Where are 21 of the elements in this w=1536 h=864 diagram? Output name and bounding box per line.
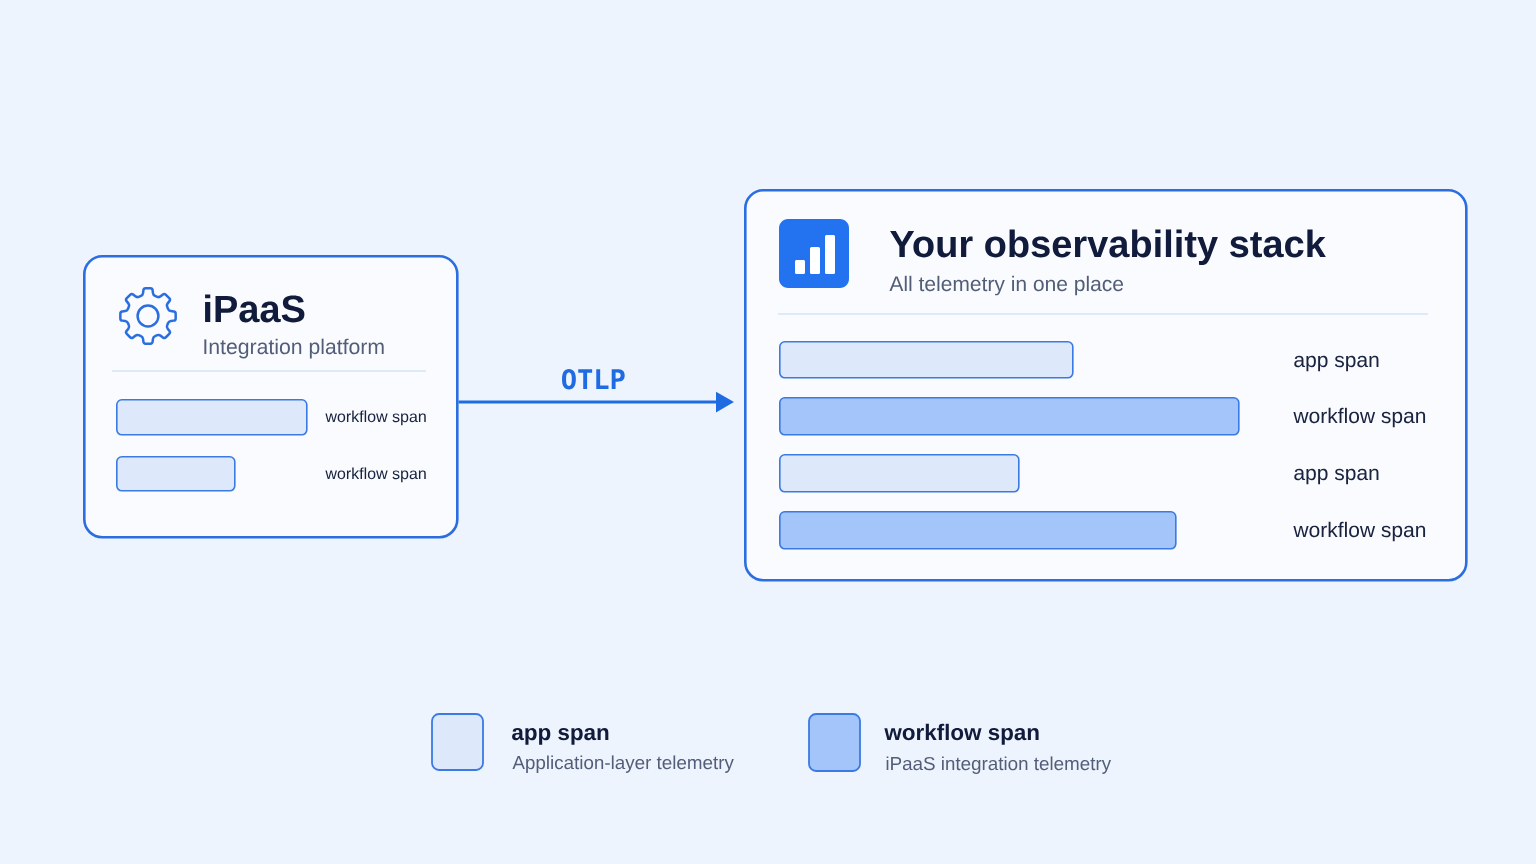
row-label: workflow span [325, 467, 426, 483]
card-title: Your observability stack [890, 229, 1326, 265]
row-label: workflow span [325, 410, 426, 426]
span-bar [779, 397, 1240, 436]
span-bar [116, 456, 236, 492]
legend-description: Application-layer telemetry [512, 755, 734, 773]
span-bar [116, 399, 308, 436]
row-label: app span [1294, 468, 1379, 485]
row-label: workflow span [1293, 407, 1426, 428]
edge-label: OTLP [562, 368, 625, 390]
legend-description: iPaaS integration telemetry [886, 756, 1112, 774]
card-title: iPaaS [205, 294, 305, 323]
legend-label: workflow span [884, 723, 1039, 745]
span-bar [779, 341, 1074, 379]
row-label: app span [1294, 355, 1379, 372]
span-bar [779, 511, 1177, 550]
legend-label: app span [512, 727, 609, 745]
span-bar [779, 454, 1020, 493]
card-subtitle: Integration platform [204, 338, 384, 359]
card-subtitle: All telemetry in one place [889, 275, 1124, 296]
row-label: workflow span [1293, 521, 1426, 542]
